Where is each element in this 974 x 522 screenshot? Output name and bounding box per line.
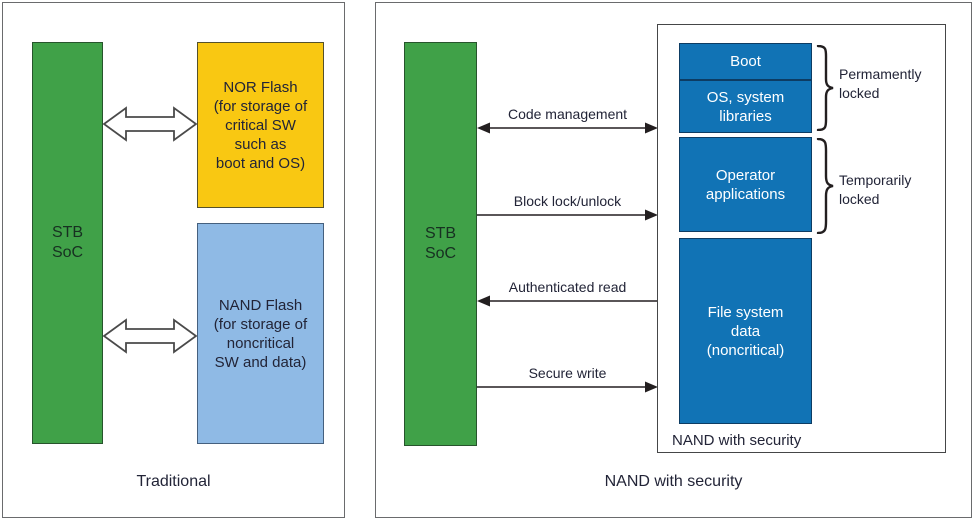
nor-flash-label-line: boot and OS) — [215, 154, 306, 172]
operator-applications-section: Operator applications — [679, 137, 812, 232]
nor-flash-label-line: such as — [234, 135, 287, 153]
nand-flash-label-line: NAND Flash — [218, 296, 303, 314]
stb-soc-label-line: SoC — [51, 244, 84, 261]
file-system-data-section: File system data (noncritical) — [679, 238, 812, 424]
nor-flash-label-line: critical SW — [225, 116, 296, 134]
file-system-label-line: (noncritical) — [706, 341, 785, 359]
permanently-locked-label-line: Permamently — [839, 66, 922, 82]
nand-flash-label-line: SW and data) — [214, 353, 307, 371]
stb-soc-box: STB SoC — [404, 42, 477, 446]
brace-icon — [816, 138, 834, 234]
boot-section: Boot — [679, 43, 812, 80]
stb-soc-box: STB SoC — [32, 42, 103, 444]
nand-flash-label-line: noncritical — [226, 334, 295, 352]
nand-security-container: Boot OS, system libraries Operator appli… — [657, 24, 946, 453]
file-system-label-line: data — [730, 322, 761, 340]
temporarily-locked-label-line: Temporarily — [839, 172, 912, 188]
arrow-right-icon — [477, 209, 658, 221]
arrow-label-authenticated-read: Authenticated read — [508, 279, 627, 295]
panel-caption-traditional: Traditional — [136, 473, 211, 490]
operator-label-line: applications — [705, 185, 786, 203]
stb-soc-label-line: STB — [51, 224, 84, 241]
nor-flash-label-line: (for storage of — [213, 97, 308, 115]
arrow-label-block-lock-unlock: Block lock/unlock — [513, 193, 622, 209]
arrow-label-code-management: Code management — [507, 106, 628, 122]
brace-icon — [816, 45, 834, 131]
bidirectional-arrow-icon — [477, 122, 658, 134]
nor-flash-box: NOR Flash (for storage of critical SW su… — [197, 42, 324, 208]
panel-caption-nand-security: NAND with security — [604, 473, 743, 490]
panel-traditional: STB SoC NOR Flash (for storage of critic… — [2, 2, 345, 518]
nand-flash-box: NAND Flash (for storage of noncritical S… — [197, 223, 324, 444]
nand-flash-label-line: (for storage of — [213, 315, 308, 333]
arrow-label-secure-write: Secure write — [528, 365, 607, 381]
nor-flash-label-line: NOR Flash — [223, 78, 298, 96]
double-arrow-icon — [103, 318, 197, 354]
os-label-line: OS, system — [706, 88, 785, 106]
stb-soc-label-line: STB — [424, 225, 457, 242]
file-system-label-line: File system — [707, 303, 784, 321]
os-system-libraries-section: OS, system libraries — [679, 80, 812, 133]
temporarily-locked-label-line: locked — [839, 191, 880, 207]
permanently-locked-label: Permamently locked — [839, 65, 921, 103]
temporarily-locked-label: Temporarily locked — [839, 171, 911, 209]
arrow-left-icon — [477, 295, 658, 307]
permanently-locked-label-line: locked — [839, 85, 880, 101]
boot-label-line: Boot — [730, 53, 761, 70]
operator-label-line: Operator — [715, 166, 776, 184]
os-label-line: libraries — [719, 107, 772, 125]
panel-nand-with-security: STB SoC Code management Block lock/unloc… — [375, 2, 972, 518]
double-arrow-icon — [103, 106, 197, 142]
stb-soc-label-line: SoC — [424, 245, 457, 262]
arrow-right-icon — [477, 381, 658, 393]
nand-container-label: NAND with security — [672, 432, 802, 449]
